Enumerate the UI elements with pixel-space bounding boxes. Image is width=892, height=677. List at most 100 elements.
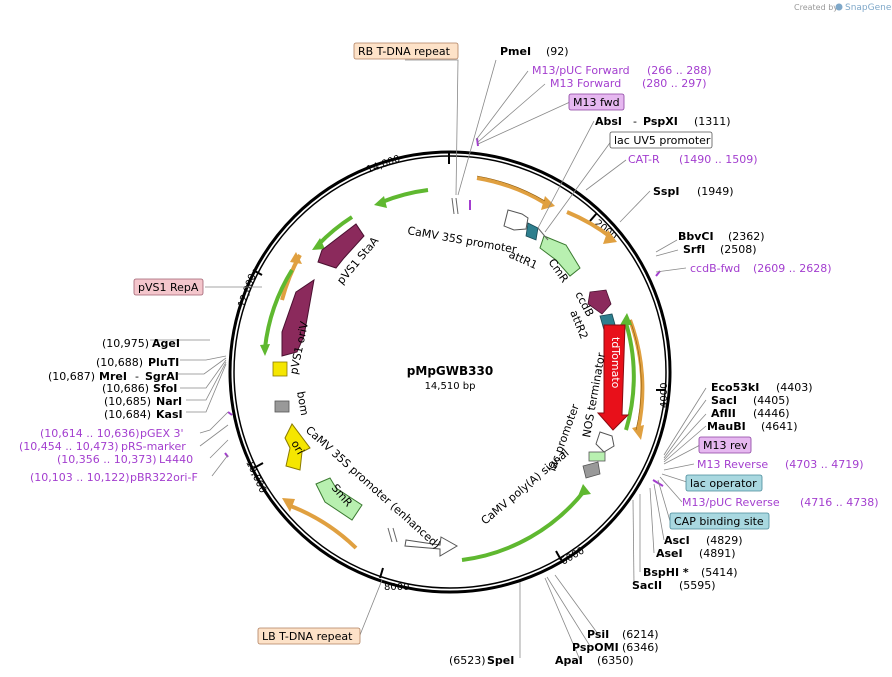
enzyme-pos: (4641) [761,420,798,433]
green-arrow-1 [381,188,429,204]
enzyme-name: SrfI [683,243,705,256]
feature-camv35s-enhanced-arrow [404,536,459,557]
box-lac-uv5-label: lac UV5 promoter [614,134,711,147]
tick-label-6000: 6000 [559,545,587,567]
enzyme-name: PmeI [500,45,531,58]
label-bom: bom [294,390,311,416]
enzyme-sep: - [135,370,139,383]
feature-tdtomato [596,324,630,431]
enzyme-sep: - [633,115,637,128]
orange-arrow-borders [476,175,642,431]
tick-label-12000: 12,000 [236,272,258,309]
feature-attr1 [525,222,539,241]
enzyme-name: MauBI [707,420,746,433]
tick-marks [252,153,666,579]
box-lac-operator: lac operator [685,474,763,492]
primer-name: M13/pUC Forward [532,64,630,77]
enzyme-name: AgeI [152,337,180,350]
enzyme-name: AseI [656,547,683,560]
feature-nos-terminator [595,431,615,453]
enzyme-pos: (5595) [679,579,716,592]
primer-name: pRS-marker [121,440,186,453]
enzyme-pos: (10,685) [104,395,151,408]
tick-label-14000: 14,000 [365,154,402,176]
tick-label-10000: 10,000 [243,459,268,495]
primer-name: CAT-R [628,153,660,166]
box-cap-site-label: CAP binding site [674,515,764,528]
enzyme-name: SacII [632,579,662,592]
leader-lines [150,59,707,661]
enzyme-pos: (1949) [697,185,734,198]
box-lac-operator-label: lac operator [690,477,757,490]
enzyme-pos: (10,975) [102,337,149,350]
enzyme-pos: (5414) [701,566,738,579]
enzyme-pos: (6350) [597,654,634,667]
tick-label-8000: 8000 [384,582,409,593]
enzyme-name: AscI [664,534,690,547]
feature-bom [274,400,290,413]
primer-name: ccdB-fwd [690,262,740,275]
enzyme-pos: (92) [546,45,569,58]
primer-range: (10,103 .. 10,122) [30,471,130,484]
enzyme-pos: (2508) [720,243,757,256]
feature-pvs1-oriv [281,278,315,357]
primer-name: L4440 [159,453,193,466]
enzyme-name: PspXI [643,115,678,128]
enzyme-name: KasI [156,408,183,421]
label-attr1: attR1 [507,248,540,272]
feature-camv35s-arrow [503,209,529,231]
enzyme-name: BbvCI [678,230,714,243]
box-m13-rev-label: M13 rev [703,439,748,452]
primer-range: (4716 .. 4738) [800,496,879,509]
credit-created-by: Created by [794,3,838,12]
label-camv35s: CaMV 35S promoter [406,224,518,256]
green-arrow-5 [461,488,587,562]
enzyme-pos: (10,686) [102,382,149,395]
enzyme-name: BspHI * [643,566,689,579]
feature-polya [582,461,601,479]
primer-labels: M13/pUC Forward (266 .. 288) M13 Forward… [532,64,879,509]
enzyme-labels: PmeI (92) AbsI - PspXI (1311) SspI (1949… [449,45,813,667]
primer-range: (10,356 .. 10,373) [57,453,157,466]
feature-ori [284,423,311,471]
plasmid-length: 14,510 bp [425,381,476,392]
enzyme-pos: (6214) [622,628,659,641]
enzyme-pos: (4891) [699,547,736,560]
feature-pvs1-staa [317,223,365,269]
green-arrow-4 [623,319,636,431]
enzyme-name: ApaI [555,654,583,667]
feature-lac-promoter [588,451,606,462]
green-arrow-3 [263,268,294,349]
primer-name: pBR322ori-F [130,471,198,484]
enzyme-pos: (10,684) [104,408,151,421]
label-tdtomato: tdTomato [609,337,622,389]
enzyme-name: AflII [711,407,736,420]
box-lb-tdna-label: LB T-DNA repeat [262,630,353,643]
enzyme-labels-left: (10,975) AgeI (10,688) PluTI (10,687) Mr… [48,337,183,421]
primer-range: (4703 .. 4719) [785,458,864,471]
enzyme-name: PsiI [587,628,609,641]
primer-name: M13 Reverse [697,458,768,471]
enzyme-name: Eco53kI [711,381,759,394]
enzyme-pos: (2362) [728,230,765,243]
enzyme-name: SgrAI [145,370,179,383]
primer-range: (10,614 .. 10,636) [40,427,140,440]
enzyme-pos: (10,688) [96,356,143,369]
enzyme-pos: (6523) [449,654,486,667]
box-m13-rev: M13 rev [698,436,752,454]
enzyme-pos: (4403) [776,381,813,394]
enzyme-pos: (4405) [753,394,790,407]
enzyme-name: AbsI [595,115,622,128]
orange-arrow-heads [282,196,644,512]
enzyme-pos: (1311) [694,115,731,128]
enzyme-pos: (10,687) [48,370,95,383]
box-m13-fwd: M13 fwd [568,93,625,111]
feature-ccdb [587,289,612,315]
plasmid-name: pMpGWB330 [407,364,493,378]
enzyme-name: SpeI [487,654,514,667]
box-cap-site: CAP binding site [669,512,770,530]
enzyme-name: NarI [156,395,182,408]
primer-name: M13 Forward [550,77,621,90]
feature-smr [315,477,363,521]
